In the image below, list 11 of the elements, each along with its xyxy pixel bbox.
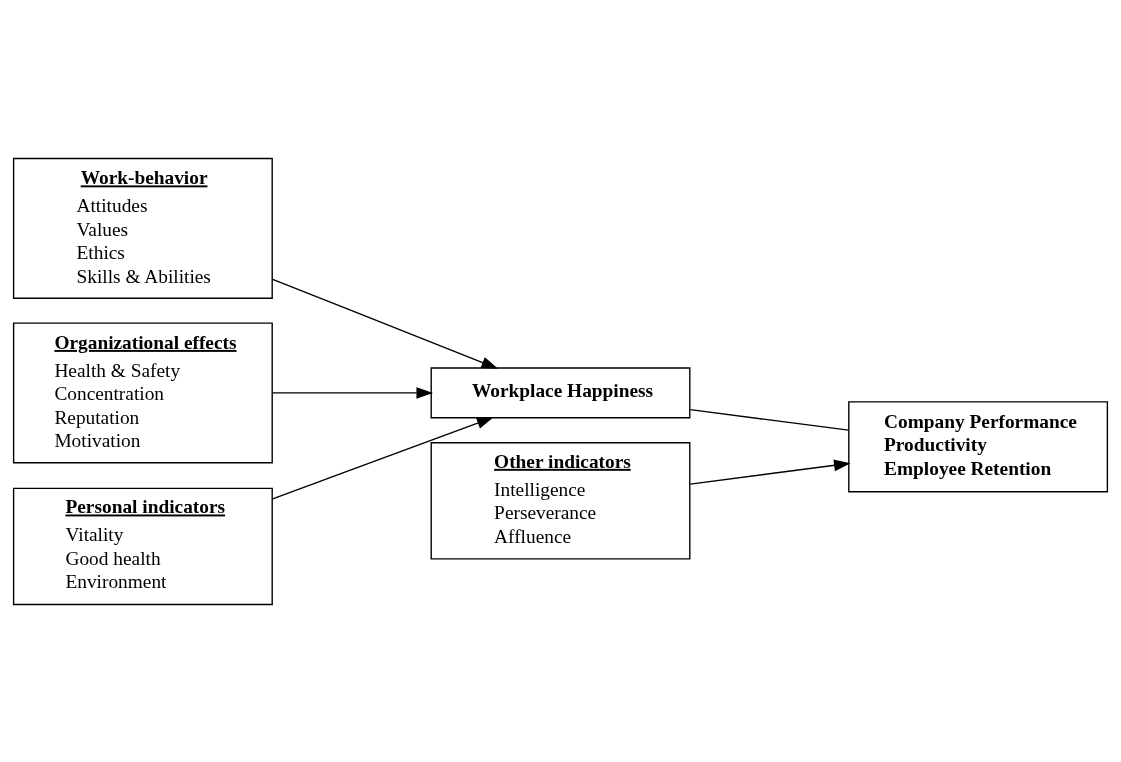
arrow (272, 386, 434, 399)
node-box: Workplace Happiness (430, 366, 691, 418)
connector (689, 408, 850, 431)
arrow (272, 278, 499, 369)
node-box: Personal indicators Vitality Good health Environment (12, 487, 273, 605)
arrow (272, 416, 494, 500)
node-box: Work-behavior Attitudes Values Ethics Skills & Abilities (12, 157, 273, 299)
node-box: Other indicators Intelligence Perseverance Affluence (430, 441, 691, 560)
node-box: Company Performance Productivity Employee Retention (848, 400, 1109, 492)
arrow (689, 459, 851, 485)
node-box: Organizational effects Health & Safety Concentration Reputation Motivation (12, 321, 273, 463)
